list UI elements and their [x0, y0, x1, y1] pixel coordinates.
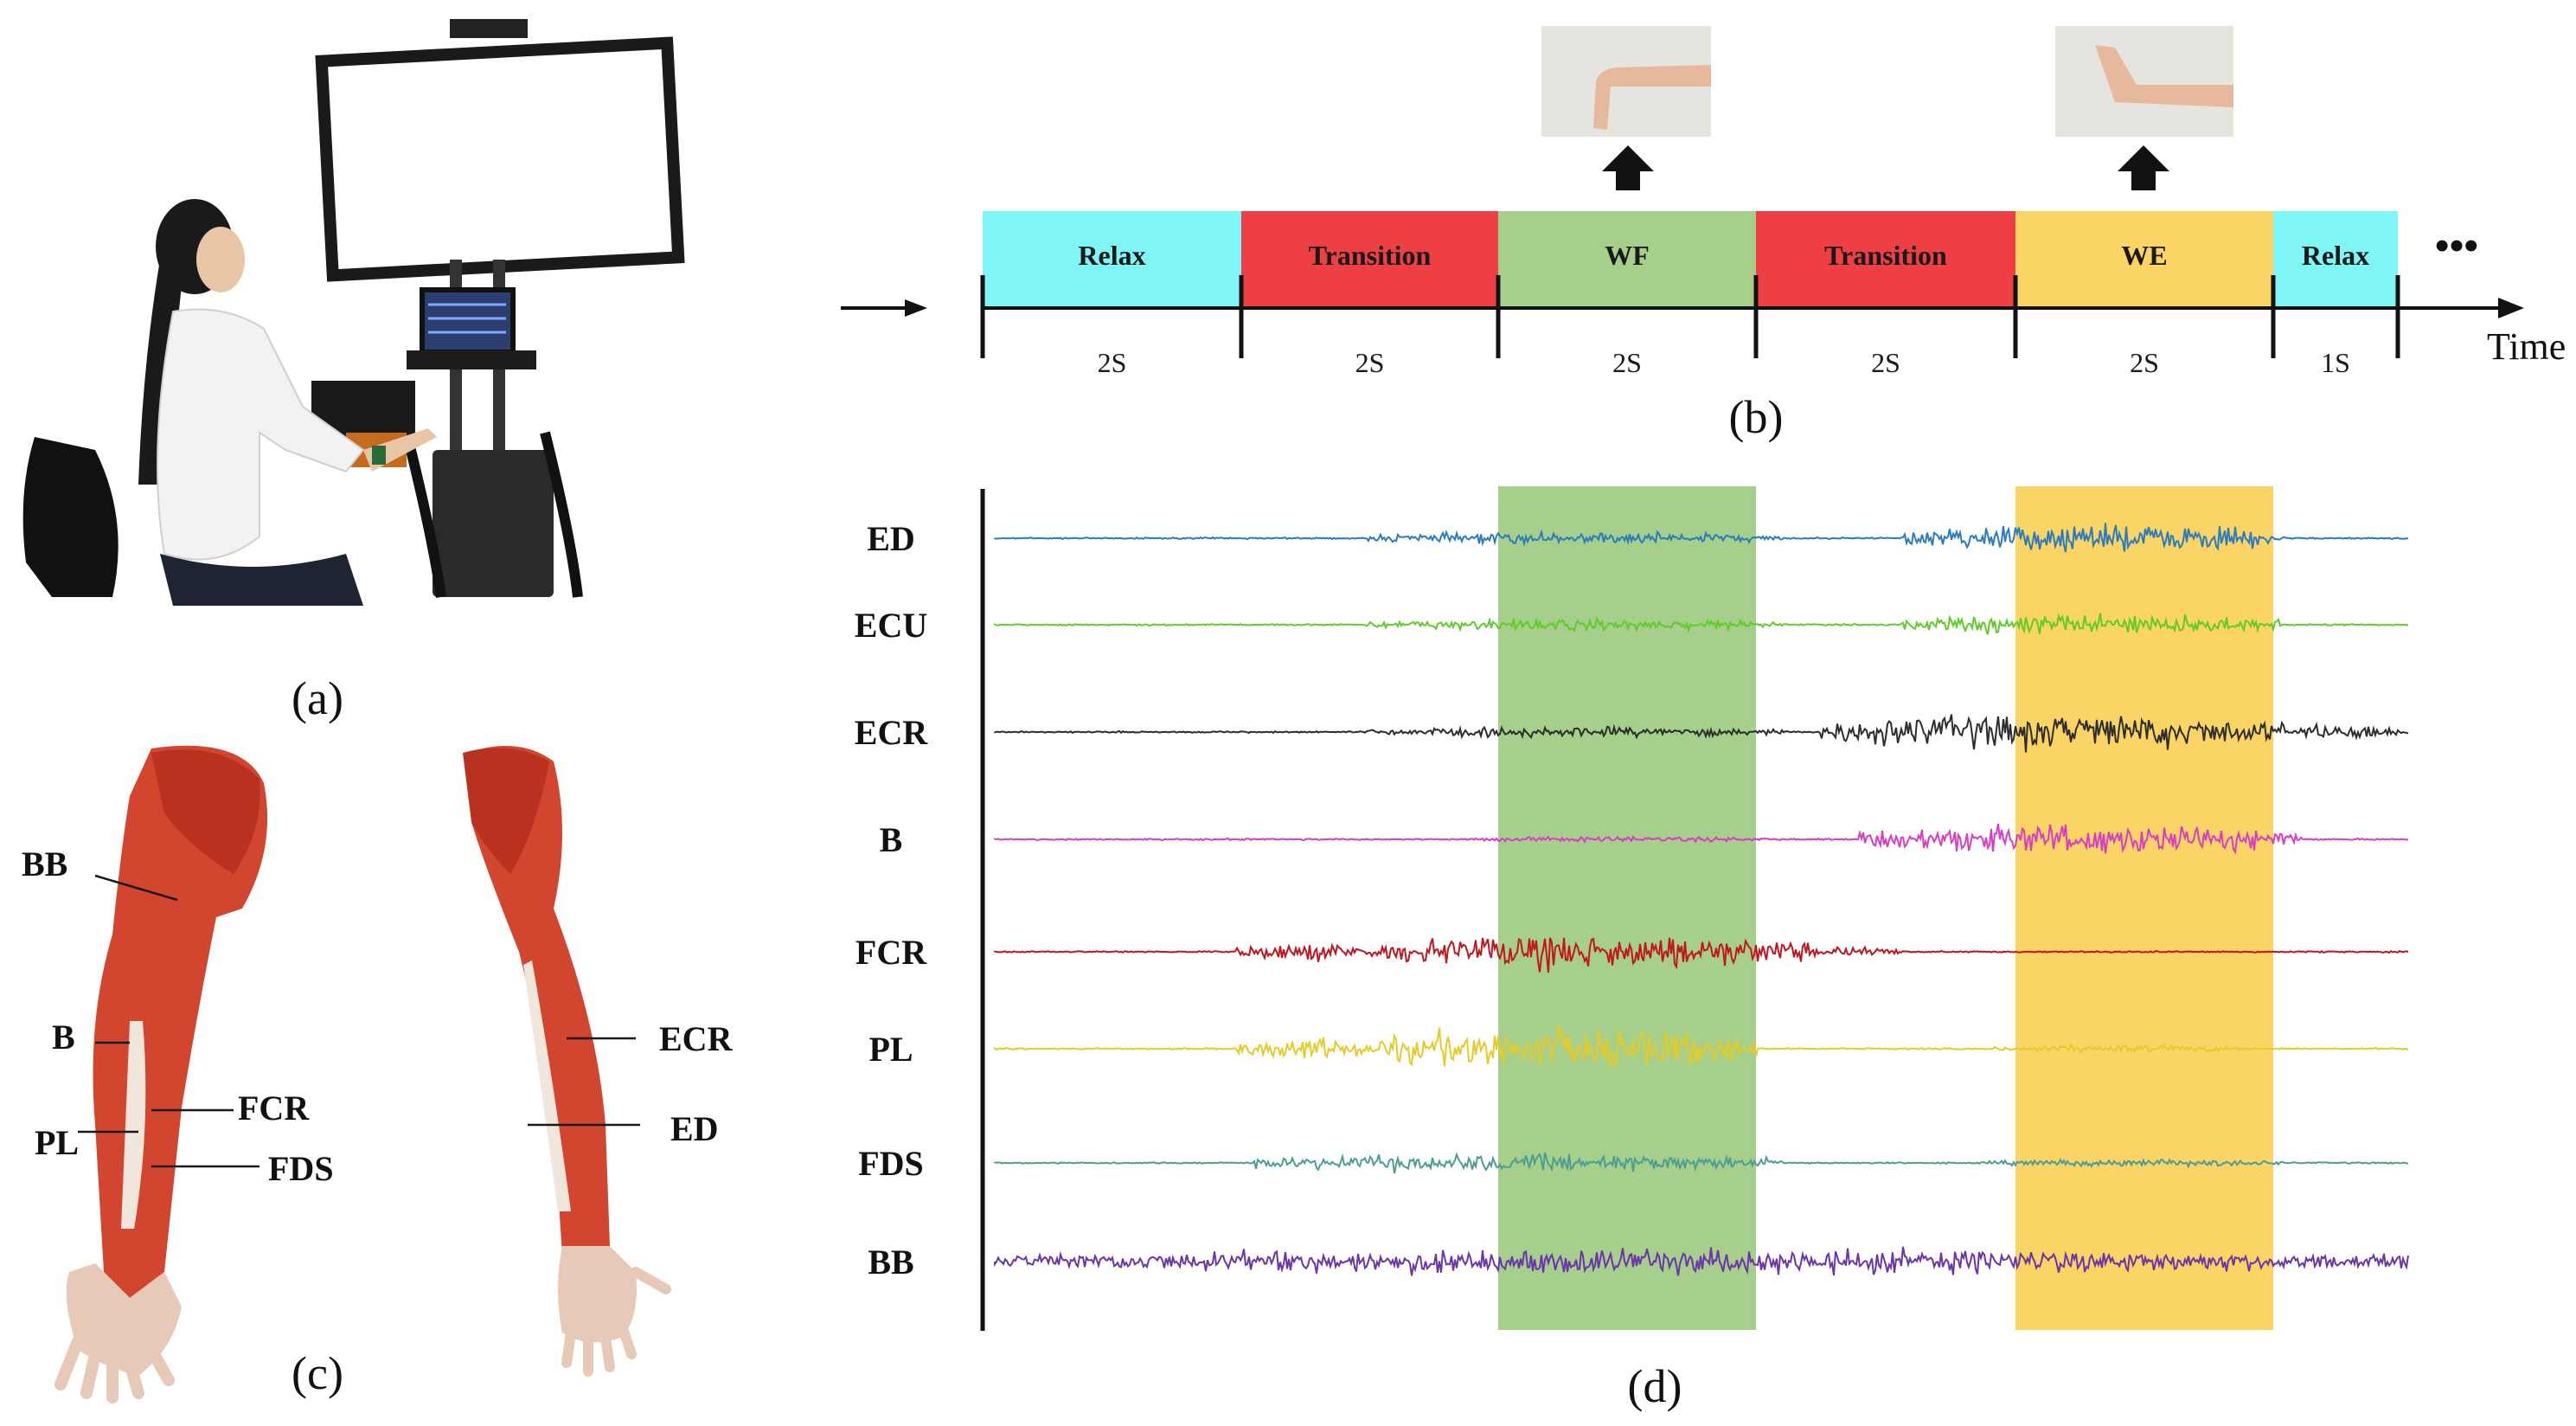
timeline-segment-4: [1756, 211, 2015, 308]
panel-d-emg: ED ECU ECR B FCR PL FDS BB (d): [855, 486, 2409, 1412]
up-arrow-we-icon: [2118, 145, 2169, 190]
monitor-camera: [450, 19, 528, 38]
emg-trace-pl: [994, 1025, 2409, 1069]
person-shirt: [157, 308, 365, 561]
label-b: B: [52, 1018, 75, 1057]
photo-wf-arm: [1593, 65, 1711, 130]
emg-channel-labels: ED ECU ECR B FCR PL FDS BB: [855, 519, 929, 1281]
emg-label-pl: PL: [868, 1030, 913, 1069]
photo-wrist-extension: [2055, 26, 2233, 137]
ellipsis: •••: [2435, 223, 2478, 269]
emg-label-ecu: ECU: [855, 606, 927, 645]
leader-bb: [94, 874, 178, 902]
chair-back: [22, 437, 119, 597]
segment-label-1: Relax: [1078, 240, 1145, 271]
segment-label-4: Transition: [1824, 240, 1947, 271]
panel-a-setup-illustration: [22, 19, 685, 606]
hand-posterior: [558, 1246, 637, 1343]
lead-in-arrowhead-icon: [905, 299, 927, 317]
segment-duration-2: 2S: [1355, 347, 1385, 378]
panel-c-anatomy: BB B FCR PL FDS ECR ED: [22, 745, 734, 1404]
fingers-posterior: [561, 1267, 671, 1377]
anatomy-labels: BB B FCR PL FDS ECR ED: [22, 845, 734, 1188]
laptop-waveforms: [428, 303, 506, 334]
segment-duration-4: 2S: [1871, 347, 1900, 378]
emg-electrode: [372, 446, 386, 465]
label-bb: BB: [22, 845, 67, 883]
emg-label-fds: FDS: [858, 1144, 924, 1183]
timeline-segment-1: [983, 211, 1241, 308]
emg-trace-b: [994, 823, 2409, 855]
emg-traces: [994, 523, 2409, 1276]
emg-label-ed: ED: [867, 519, 915, 558]
caption-d: (d): [1628, 1360, 1682, 1412]
emg-trace-fcr: [994, 937, 2409, 973]
emg-trace-ed: [994, 523, 2409, 553]
timeline-segments: Relax 2S Transition 2S WF 2S Transition 2S WE 2S R…: [980, 211, 2400, 378]
photo-we-background: [2055, 26, 2233, 137]
emg-trace-ecr: [994, 714, 2409, 753]
person-trousers: [160, 554, 363, 606]
we-highlight-band: [2015, 486, 2273, 1330]
timeline-segment-6: [2273, 211, 2398, 308]
segment-label-6: Relax: [2302, 240, 2369, 271]
arm-anterior: [54, 745, 268, 1404]
deltoid-posterior: [463, 748, 549, 874]
tendon-posterior: [523, 960, 571, 1211]
timeline-segment-5: [2015, 211, 2273, 308]
label-fcr: FCR: [238, 1089, 310, 1127]
segment-duration-1: 2S: [1098, 347, 1127, 378]
segment-duration-3: 2S: [1612, 347, 1642, 378]
photo-wrist-flexion: [1541, 26, 1711, 137]
panel-b-timeline: Relax 2S Transition 2S WF 2S Transition 2S WE 2S R…: [841, 26, 2566, 443]
label-ed: ED: [670, 1109, 719, 1148]
emg-trace-fds: [994, 1152, 2409, 1174]
emg-label-b: B: [880, 820, 903, 859]
time-axis-label: Time: [2487, 325, 2566, 368]
segment-label-5: WE: [2121, 240, 2167, 271]
person-ponytail: [138, 260, 182, 485]
stand-body: [433, 450, 554, 597]
label-pl: PL: [35, 1123, 79, 1162]
fingers-anterior: [54, 1335, 175, 1404]
laptop-base: [407, 350, 536, 369]
label-ecr: ECR: [659, 1019, 734, 1058]
up-arrow-wf-icon: [1602, 145, 1654, 190]
emg-label-fcr: FCR: [855, 933, 927, 972]
emg-label-bb: BB: [868, 1243, 913, 1281]
person-face: [196, 227, 245, 292]
photo-we-arm: [2095, 45, 2233, 107]
monitor-screen: [315, 36, 685, 282]
caption-b: (b): [1729, 391, 1784, 443]
caption-a: (a): [292, 672, 343, 724]
segment-duration-5: 2S: [2130, 347, 2159, 378]
segment-label-2: Transition: [1309, 240, 1432, 271]
emg-trace-ecu: [994, 613, 2409, 635]
anatomy-leader-lines: [78, 874, 640, 1168]
time-axis-arrowhead-icon: [2498, 298, 2524, 318]
emg-trace-bb: [994, 1246, 2409, 1276]
timeline-segment-3: [1498, 211, 1756, 308]
segment-label-3: WF: [1605, 240, 1650, 271]
wf-highlight-band: [1498, 486, 1756, 1330]
laptop-screen: [420, 287, 516, 355]
label-fds: FDS: [268, 1149, 334, 1188]
emg-label-ecr: ECR: [855, 713, 929, 752]
cart-legs: [401, 431, 583, 598]
tendon-anterior: [121, 1021, 146, 1229]
caption-c: (c): [292, 1347, 343, 1399]
deltoid-anterior: [151, 749, 260, 874]
timeline-segment-2: [1241, 211, 1498, 308]
arm-posterior: [463, 746, 671, 1377]
segment-duration-6: 1S: [2321, 347, 2350, 378]
